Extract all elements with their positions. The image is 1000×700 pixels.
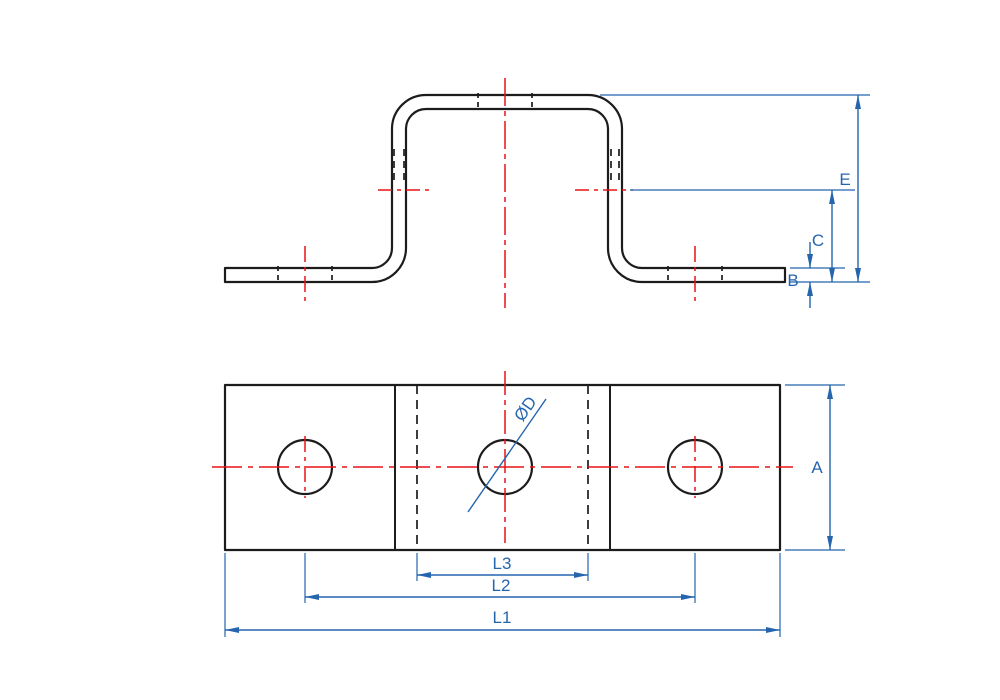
leader-line-diameter: [467, 398, 547, 513]
bracket-profile-outline: [223, 93, 787, 284]
plate-outline: [223, 383, 782, 552]
dim-label-diameter: ØD: [510, 393, 540, 425]
front-hidden-lines: [277, 93, 723, 284]
dim-label-b: B: [787, 271, 798, 290]
dim-label-l2: L2: [492, 576, 511, 595]
dim-label-l3: L3: [493, 554, 512, 573]
dim-label-a: A: [811, 458, 823, 477]
plan-centerlines: [212, 371, 793, 543]
plan-dimensions: ØD A L3 L2 L1: [224, 384, 845, 637]
dim-label-e: E: [839, 170, 850, 189]
dim-label-l1: L1: [493, 608, 512, 627]
front-elevation-view: E C B: [223, 78, 870, 308]
front-centerlines: [304, 78, 696, 308]
plan-view: ØD A L3 L2 L1: [212, 371, 845, 637]
dim-label-c: C: [812, 231, 824, 250]
front-dimensions: E C B: [600, 94, 870, 308]
